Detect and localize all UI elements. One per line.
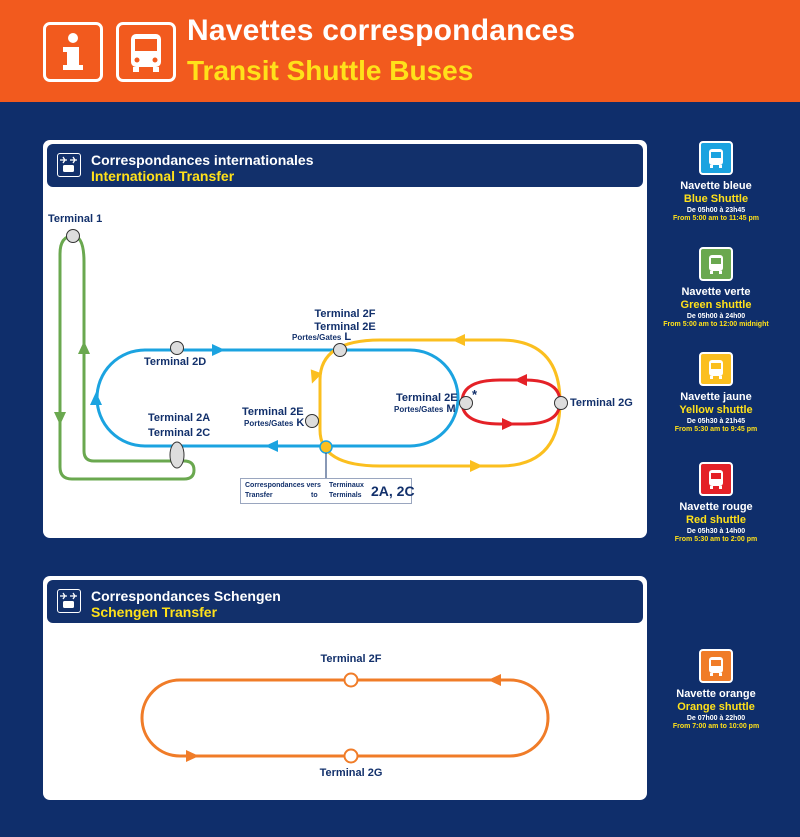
bus-icon bbox=[699, 141, 733, 175]
connection-box: Correspondances vers Transfer to Termina… bbox=[240, 478, 415, 504]
red-arrow-left bbox=[514, 374, 527, 386]
red-route bbox=[460, 378, 562, 426]
label-star: * bbox=[472, 387, 478, 402]
green-arrow-up bbox=[78, 341, 90, 354]
label-terminal-2d: Terminal 2D bbox=[144, 356, 207, 368]
plane-bus-icon bbox=[57, 153, 81, 177]
station-schengen-2f bbox=[343, 672, 359, 688]
orange-arrow-right bbox=[186, 750, 199, 762]
legend-green-shuttle: Navette verte Green shuttle De 05h00 à 2… bbox=[635, 247, 797, 328]
info-icon bbox=[43, 22, 103, 82]
yellow-arrow-left bbox=[452, 334, 465, 346]
legend-blue-shuttle: Navette bleue Blue Shuttle De 05h00 à 23… bbox=[635, 141, 797, 222]
bus-icon bbox=[116, 22, 176, 82]
green-route bbox=[58, 234, 196, 481]
international-transfer-panel bbox=[43, 140, 647, 538]
title-english: Transit Shuttle Buses bbox=[187, 55, 474, 86]
station-terminal-2e-m bbox=[459, 396, 473, 410]
blue-arrow-up bbox=[90, 392, 102, 405]
red-arrow-right bbox=[502, 418, 515, 430]
international-panel-header: Correspondances internationales Internat… bbox=[47, 144, 643, 187]
international-title-french: Correspondances internationales bbox=[91, 152, 314, 168]
label-terminal-2e-m: Terminal 2E bbox=[396, 392, 458, 404]
label-gates-m: Portes/Gates M bbox=[394, 403, 456, 415]
legend-red-shuttle: Navette rouge Red shuttle De 05h30 à 14h… bbox=[635, 462, 797, 543]
orange-arrow-left bbox=[488, 674, 501, 686]
blue-arrow-right bbox=[212, 344, 225, 356]
label-schengen-terminal-2f: Terminal 2F bbox=[320, 653, 382, 665]
label-terminal-2e-top: Terminal 2E bbox=[314, 321, 376, 333]
yellow-arrow-down bbox=[310, 369, 323, 384]
label-gates-l: Portes/Gates L bbox=[292, 331, 352, 343]
international-title-english: International Transfer bbox=[91, 168, 235, 184]
yellow-arrow-right bbox=[470, 460, 483, 472]
legend-yellow-shuttle: Navette jaune Yellow shuttle De 05h30 à … bbox=[635, 352, 797, 433]
station-terminal-2a-2c bbox=[169, 441, 185, 469]
label-schengen-terminal-2g: Terminal 2G bbox=[319, 767, 383, 779]
bus-icon bbox=[699, 649, 733, 683]
connection-target: 2A, 2C bbox=[371, 483, 415, 499]
header-banner: Navettes correspondances Transit Shuttle… bbox=[0, 0, 800, 102]
title-french: Navettes correspondances bbox=[187, 14, 576, 47]
station-terminal-2e-l bbox=[333, 343, 347, 357]
station-schengen-2g bbox=[343, 748, 359, 764]
label-terminal-1: Terminal 1 bbox=[48, 213, 103, 225]
blue-route bbox=[95, 348, 460, 448]
blue-arrow-left bbox=[265, 440, 278, 452]
green-arrow-down bbox=[54, 412, 66, 425]
schengen-title-english: Schengen Transfer bbox=[91, 604, 218, 620]
schengen-title-french: Correspondances Schengen bbox=[91, 588, 281, 604]
station-terminal-2g bbox=[554, 396, 568, 410]
label-terminal-2g: Terminal 2G bbox=[570, 397, 633, 409]
label-terminal-2c: Terminal 2C bbox=[148, 427, 211, 439]
label-terminal-2a: Terminal 2A bbox=[148, 412, 211, 424]
bus-icon bbox=[699, 352, 733, 386]
schengen-panel-header: Correspondances Schengen Schengen Transf… bbox=[47, 580, 643, 623]
bus-icon bbox=[699, 247, 733, 281]
label-terminal-2f: Terminal 2F bbox=[314, 308, 376, 320]
orange-route-loop bbox=[140, 678, 550, 758]
station-terminal-2d bbox=[170, 341, 184, 355]
bus-icon bbox=[699, 462, 733, 496]
label-gates-k: Portes/Gates K bbox=[244, 417, 305, 429]
label-terminal-2e-k: Terminal 2E bbox=[242, 406, 304, 418]
station-terminal-1 bbox=[66, 229, 80, 243]
plane-bus-icon bbox=[57, 589, 81, 613]
legend-orange-shuttle: Navette orange Orange shuttle De 07h00 à… bbox=[635, 649, 797, 730]
station-terminal-2e-k bbox=[305, 414, 319, 428]
